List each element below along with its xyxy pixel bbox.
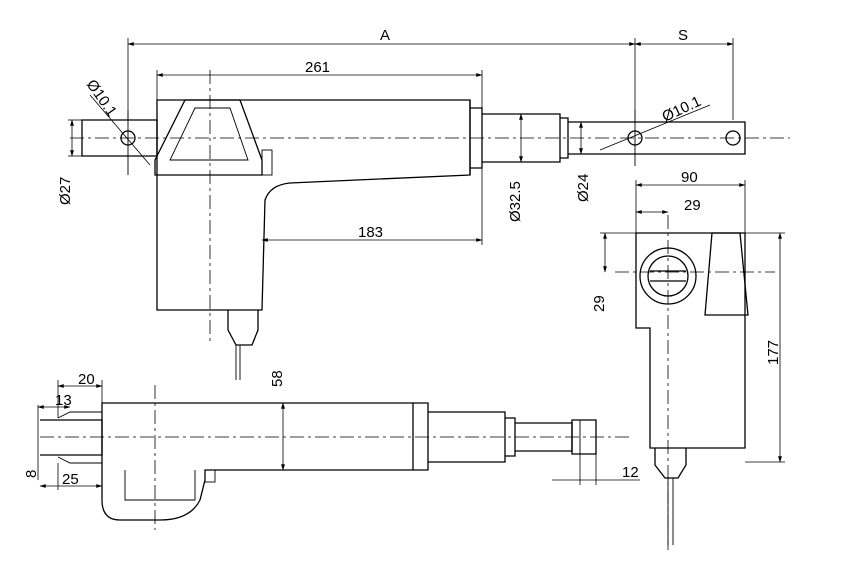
d27-label: Ø27 <box>57 177 74 205</box>
top-view: A S 261 183 Ø10.1 Ø27 Ø32.5 Ø24 Ø10.1 <box>57 27 790 380</box>
d32-label: Ø32.5 <box>507 181 524 222</box>
housing-top-cap <box>154 99 263 176</box>
bottom-rear-clevis-top <box>57 411 102 419</box>
bottom-gearbox-flange <box>413 402 429 471</box>
dim-20-label: 20 <box>78 371 95 388</box>
dim-8-label: 8 <box>23 470 40 478</box>
bottom-rear-clevis <box>40 419 103 456</box>
d10-left-leader <box>89 94 151 166</box>
bottom-motor-housing <box>101 402 414 521</box>
d10-left-label: Ø10.1 <box>83 77 120 120</box>
dim-a-label: A <box>380 27 390 44</box>
bottom-rear-clevis-bottom <box>57 456 102 464</box>
bottom-outer-tube <box>428 411 506 463</box>
bottom-outer-tube-end <box>505 417 516 457</box>
end-view-side-cap <box>704 232 749 316</box>
end-view: 90 29 29 177 <box>591 169 785 550</box>
d10-right-label: Ø10.1 <box>660 93 704 126</box>
dim-261-label: 261 <box>305 59 330 76</box>
dim-29-top-label: 29 <box>684 197 701 214</box>
bottom-housing-knob <box>204 469 216 483</box>
cable-gland <box>227 310 259 346</box>
dim-183-label: 183 <box>358 224 383 241</box>
dim-58-label: 58 <box>269 370 286 387</box>
end-view-cable-gland <box>654 448 687 479</box>
motor-housing <box>156 99 471 311</box>
dim-13-label: 13 <box>55 392 72 409</box>
dim-s-label: S <box>678 27 688 44</box>
d24-label: Ø24 <box>575 174 592 202</box>
piston-rod <box>568 121 746 155</box>
gearbox-flange <box>470 107 483 169</box>
bottom-housing-inner <box>124 470 196 501</box>
housing-knob <box>261 149 273 176</box>
dim-90-label: 90 <box>681 169 698 186</box>
end-view-outer-ring <box>639 247 697 305</box>
dim-25-label: 25 <box>62 471 79 488</box>
dim-29-side-label: 29 <box>591 295 608 312</box>
front-mounting-hole-extended <box>725 130 741 146</box>
d10-right-leader <box>599 104 711 151</box>
end-view-body <box>635 232 746 449</box>
bottom-view: 58 20 13 8 25 12 <box>23 370 640 530</box>
outer-tube-end <box>560 117 569 159</box>
dim-12-label: 12 <box>622 464 639 481</box>
end-view-inner-ring <box>647 255 689 297</box>
housing-top-cap-inner <box>169 107 249 161</box>
dim-177-label: 177 <box>765 340 782 365</box>
